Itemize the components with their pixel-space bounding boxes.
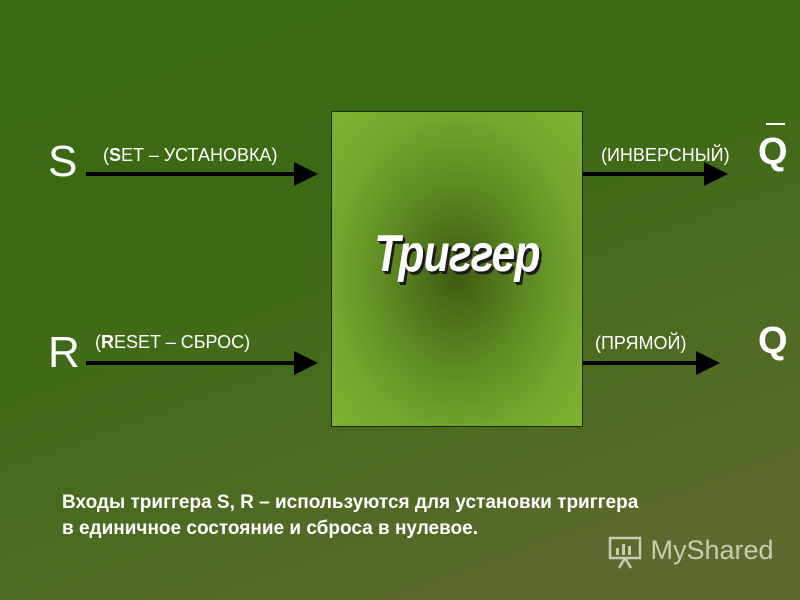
trigger-title: Триггер (374, 225, 540, 283)
r-input-letter: R (48, 328, 80, 377)
watermark: MyShared (607, 534, 774, 570)
r-input-label: (RESET – СБРОС) (95, 333, 250, 351)
r-label-rest: ESET – СБРОС) (114, 332, 251, 352)
trigger-block (331, 111, 583, 427)
caption-line-1: Входы триггера S, R – используются для у… (62, 492, 639, 513)
inverse-output-label: (ИНВЕРСНЫЙ) (601, 145, 730, 165)
s-label-bold: S (109, 145, 122, 165)
s-label-rest: ET – УСТАНОВКА) (121, 145, 278, 165)
s-input-label: (SET – УСТАНОВКА) (103, 146, 277, 164)
q-direct-letter: Q (758, 320, 788, 362)
r-label-bold: R (101, 332, 114, 352)
s-label-open: ( (103, 145, 109, 165)
r-label-open: ( (95, 332, 101, 352)
s-input-letter: S (48, 137, 78, 186)
watermark-text: MyShared (650, 535, 774, 566)
direct-output-label: (ПРЯМОЙ) (595, 333, 687, 353)
q-inverse-letter: Q (758, 131, 788, 173)
q-inverse-overbar (766, 123, 785, 125)
presentation-icon (607, 535, 651, 569)
caption: Входы триггера S, R – используются для у… (62, 490, 782, 542)
caption-line-2: в единичное состояние и сброса в нулевое… (62, 518, 479, 539)
